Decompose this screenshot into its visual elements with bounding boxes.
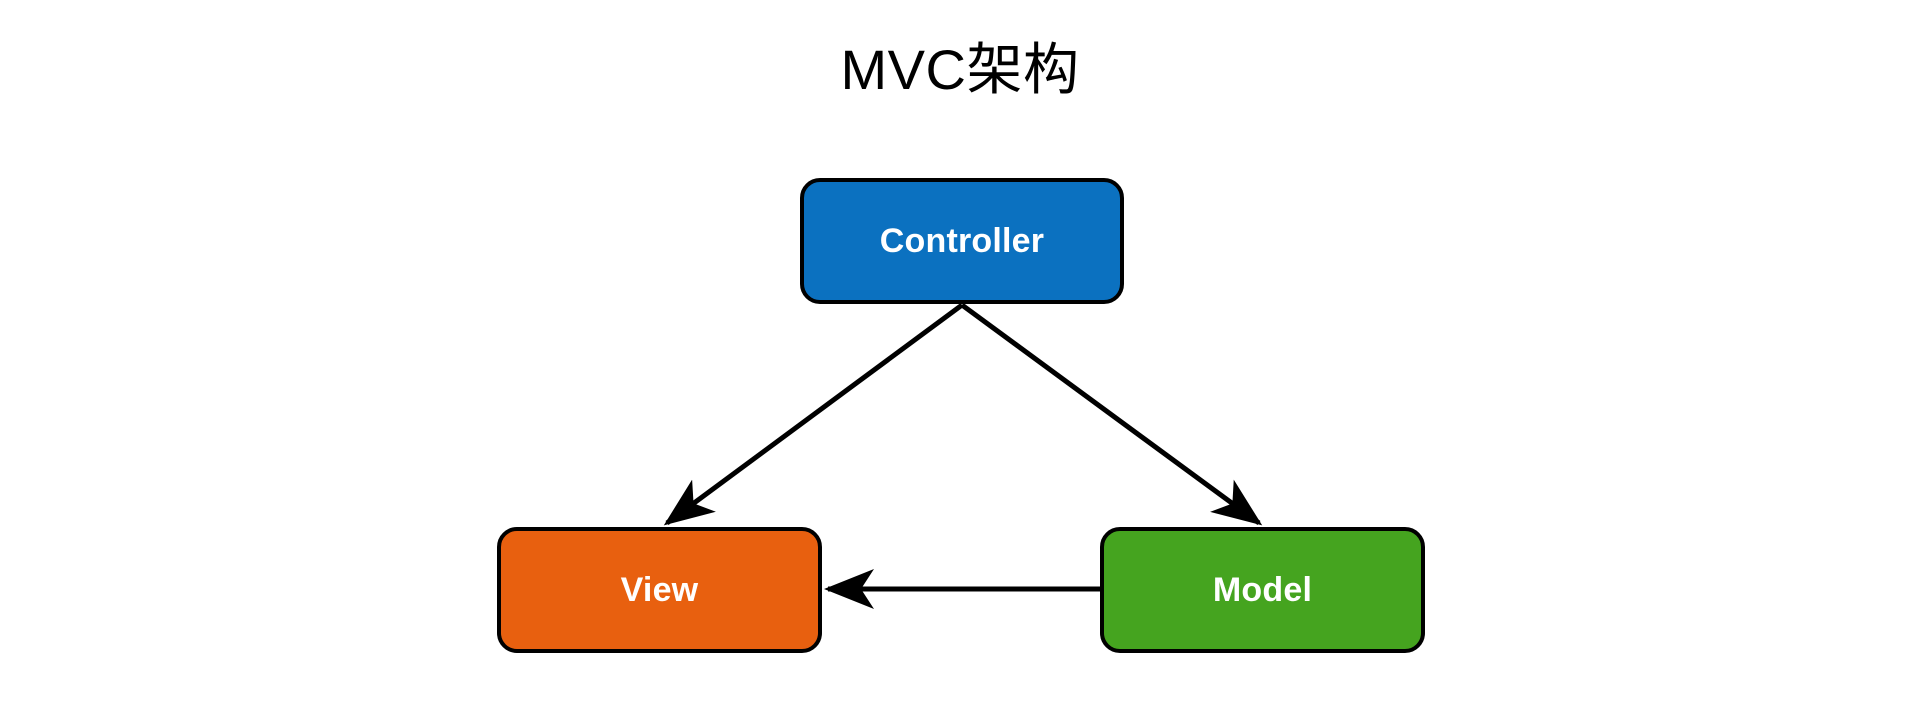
node-view[interactable]: View (497, 527, 822, 653)
node-model-label: Model (1212, 570, 1313, 609)
edge-controller-to-model (960, 302, 1263, 526)
node-view-label: View (620, 570, 699, 609)
node-model[interactable]: Model (1100, 527, 1425, 653)
diagram-title: MVC架构 (840, 38, 1080, 101)
edge-controller-to-view (663, 302, 964, 526)
node-controller[interactable]: Controller (800, 178, 1124, 304)
node-controller-label: Controller (879, 221, 1045, 260)
